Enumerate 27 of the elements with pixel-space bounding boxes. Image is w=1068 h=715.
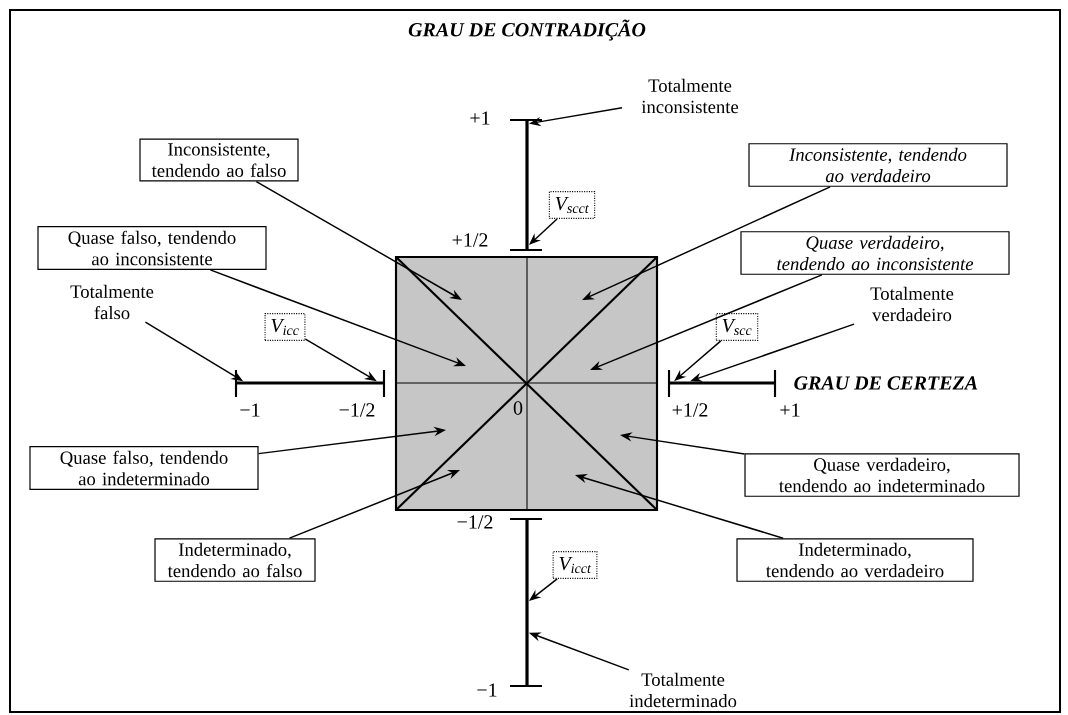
scale-value: −1	[240, 403, 260, 417]
label-box: Inconsistente, tendendo ao falso	[139, 138, 299, 182]
scale-value: 0	[513, 401, 523, 415]
value-box: V$_{scc}$	[715, 313, 759, 341]
scale-value: +1	[470, 111, 490, 125]
label-box: Inconsistente, tendendo ao verdadeiro	[748, 143, 1008, 187]
callout-text: Totalmente inconsistente	[641, 78, 739, 114]
scale-bar	[510, 517, 542, 688]
scale-value: +1	[780, 403, 800, 417]
scale-value: −1	[477, 683, 497, 697]
value-box: V$_{icct}$	[552, 551, 598, 579]
label-box: Quase falso, tendendo ao indeterminado	[29, 446, 259, 490]
value-box: V$_{scct}$	[548, 191, 596, 219]
callout-text: Totalmente verdadeiro	[870, 286, 954, 322]
callout-text: Totalmente indeterminado	[629, 672, 737, 708]
scale-bar	[667, 370, 777, 397]
label-box: Quase verdadeiro, tendendo ao inconsistente	[740, 231, 1010, 275]
callout-text: Totalmente falso	[70, 284, 154, 320]
scale-value: +1/2	[672, 403, 708, 417]
scale-bar	[234, 370, 386, 397]
scale-bar	[510, 118, 542, 252]
label-box: Indeterminado, tendendo ao falso	[154, 538, 316, 582]
value-box: V$_{icc}$	[264, 313, 306, 341]
axis-title: GRAU DE CONTRADIÇÃO	[408, 19, 646, 41]
label-box: Quase falso, tendendo ao inconsistente	[37, 226, 267, 270]
label-box: Quase verdadeiro, tendendo ao indeterminado	[744, 453, 1020, 497]
label-box: Indeterminado, tendendo ao verdadeiro	[736, 538, 974, 582]
